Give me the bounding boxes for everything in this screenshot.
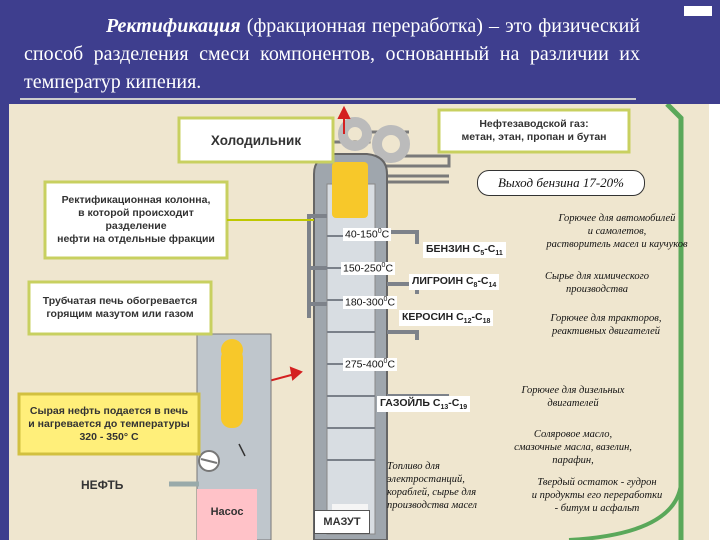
temp-range-1: 40-1500С [343, 228, 392, 241]
product-kerosin: КЕРОСИН С12-С18 [399, 310, 494, 327]
column-label-line1: Ректификационная колонна, [61, 194, 211, 206]
cooler-label: Холодильник [210, 132, 302, 148]
furnace-label-line2: горящим мазутом или газом [46, 308, 194, 320]
column-label-line4: нефти на отдельные фракции [57, 233, 215, 245]
use-kerosin: Горючее для тракторов,реактивных двигате… [550, 313, 662, 337]
return-pipe-bottom [568, 483, 683, 540]
header-panel [0, 0, 720, 104]
column-box [43, 180, 229, 260]
cooler-box [177, 116, 335, 164]
furnace-label: Трубчатая печь обогревается горящим мазу… [29, 282, 211, 334]
product-benzin: БЕНЗИН С5-С11 [423, 242, 506, 259]
product-ligroin: ЛИГРОИН С8-С14 [409, 274, 500, 291]
distillation-diagram: Холодильник Нефтезаводской газ: метан, э… [9, 104, 709, 540]
crude-label-line1: Сырая нефть подается в печь [29, 404, 189, 417]
column-body [313, 153, 388, 540]
furnace [169, 333, 272, 540]
column-label-line3: разделение [105, 220, 167, 232]
gas-label-line1: Нефтезаводской газ: [479, 118, 589, 130]
slide-definition: Ректификация (фракционная переработка) –… [24, 12, 640, 96]
gas-label-line2: метан, этан, пропан и бутан [461, 131, 607, 143]
return-pipe [665, 104, 684, 540]
gasoline-yield: Выход бензина 17-20% [477, 170, 645, 196]
pump-label: Насос [210, 506, 244, 518]
definition-text: (фракционная переработка) – это физическ… [24, 15, 640, 93]
header-underline [20, 98, 636, 100]
product-gasoil: ГАЗОЙЛЬ С13-С19 [377, 396, 471, 413]
oil-label: НЕФТЬ [81, 478, 124, 492]
use-oils: Соляровое масло,смазочные масла, вазелин… [514, 429, 632, 466]
corner-tab [684, 6, 712, 16]
temp-range-3: 180-3000С [343, 296, 398, 309]
pump-base [197, 489, 257, 540]
gas-box [437, 108, 631, 154]
mazut-label: МАЗУТ [314, 510, 370, 534]
crude-label-line2: и нагревается до температуры [28, 417, 190, 430]
crude-box [17, 392, 201, 456]
crude-label-line3: 320 - 350° С [79, 430, 139, 443]
furnace-box [27, 280, 213, 336]
furnace-label-line1: Трубчатая печь обогревается [42, 295, 198, 307]
column-label-line2: в которой происходит [78, 207, 194, 219]
crude-label: Сырая нефть подается в печь и нагреваетс… [19, 394, 199, 454]
gas-label: Нефтезаводской газ: метан, этан, пропан … [439, 110, 629, 152]
diagram-graphics [17, 104, 684, 540]
left-accent-bar [0, 104, 9, 540]
temp-range-2: 150-2500С [341, 262, 396, 275]
column-label: Ректификационная колонна, в которой прои… [45, 182, 227, 258]
term-title: Ректификация [106, 15, 241, 37]
temp-range-4: 275-4000С [343, 358, 398, 371]
right-accent-bar [705, 0, 720, 104]
